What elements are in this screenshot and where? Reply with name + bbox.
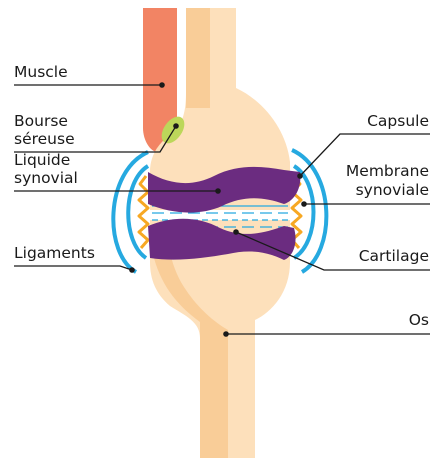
ligaments-leader bbox=[14, 266, 132, 270]
cartilage-leader-dot bbox=[233, 229, 239, 235]
label-muscle: Muscle bbox=[14, 64, 68, 81]
muscle-leader-dot bbox=[159, 82, 165, 88]
liquide-leader-dot bbox=[215, 188, 221, 194]
label-membrane-line1: Membrane bbox=[346, 163, 429, 180]
os-leader-dot bbox=[223, 331, 229, 337]
ligaments-leader-dot bbox=[129, 267, 135, 273]
ligament-left bbox=[139, 176, 148, 248]
upper-bone-shade bbox=[186, 8, 210, 108]
label-liquide-line1: Liquide bbox=[14, 152, 70, 169]
label-capsule: Capsule bbox=[367, 113, 429, 130]
label-membrane-line2: synoviale bbox=[356, 182, 429, 199]
label-ligaments: Ligaments bbox=[14, 245, 95, 262]
label-bourse-line2: séreuse bbox=[14, 131, 75, 148]
label-cartilage: Cartilage bbox=[359, 248, 429, 265]
label-liquide-line2: synovial bbox=[14, 170, 78, 187]
label-bourse-line1: Bourse bbox=[14, 113, 68, 130]
capsule-leader-dot bbox=[297, 173, 303, 179]
membrane-leader-dot bbox=[301, 201, 307, 207]
bourse-leader-dot bbox=[173, 123, 179, 129]
label-os: Os bbox=[409, 312, 429, 329]
